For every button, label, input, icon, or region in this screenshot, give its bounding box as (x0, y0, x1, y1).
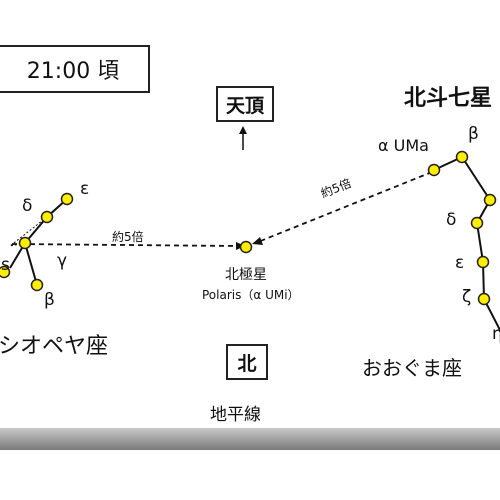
polaris-sub: Polaris（α UMi） (202, 288, 300, 302)
uma-delta-label: δ (446, 210, 457, 230)
time-label: 21:00 頃 (26, 59, 120, 84)
uma-eta-label: η (492, 324, 500, 344)
star-uma-delta (470, 216, 484, 230)
horizon-label: 地平線 (210, 405, 261, 425)
north-label: 北 (237, 352, 257, 375)
zenith-box: 天頂 (216, 86, 274, 122)
cas-gamma-label: γ (57, 251, 68, 271)
star-cas-gamma (18, 236, 32, 250)
star-cas-epsilon (60, 192, 74, 206)
cas-to-polaris-arrow (11, 243, 239, 247)
cas-delta-label: δ (22, 196, 33, 216)
uma-beta-label: β (468, 124, 479, 144)
alpha-uma-label: α UMa (378, 136, 429, 155)
polaris-name: 北極星 (225, 267, 267, 283)
ursa-major-label: おおぐま座 (362, 356, 462, 380)
uma-to-polaris-arrow (257, 171, 433, 243)
star-uma-epsilon (476, 255, 490, 269)
star-cas-delta (40, 210, 54, 224)
horizon-ground (0, 428, 500, 450)
cas-s-label: s (1, 255, 10, 275)
star-uma-beta (455, 150, 469, 164)
star-uma-zeta (477, 292, 491, 306)
star-polaris (239, 240, 253, 254)
north-box: 北 (226, 344, 268, 380)
big-dipper-label: 北斗七星 (404, 86, 493, 111)
uma-zeta-label: ζ (462, 287, 472, 307)
uma-to-polaris-arrowhead (252, 237, 263, 245)
star-cas-beta (30, 278, 44, 292)
star-cas-s (0, 265, 11, 279)
zenith-label: 天頂 (225, 94, 264, 117)
cas-epsilon-label: ε (80, 179, 90, 199)
cas-beta-label: β (44, 290, 55, 310)
cas-distance-label: 約5倍 (112, 230, 144, 244)
star-uma-gamma (483, 193, 497, 207)
zenith-arrow-head (239, 126, 247, 134)
cassiopeia-label: シオペヤ座 (0, 334, 109, 359)
star-uma-alpha (427, 163, 441, 177)
cassiopeia-lines (23, 198, 68, 286)
time-box: 21:00 頃 (0, 45, 150, 93)
uma-epsilon-label: ε (455, 253, 465, 273)
